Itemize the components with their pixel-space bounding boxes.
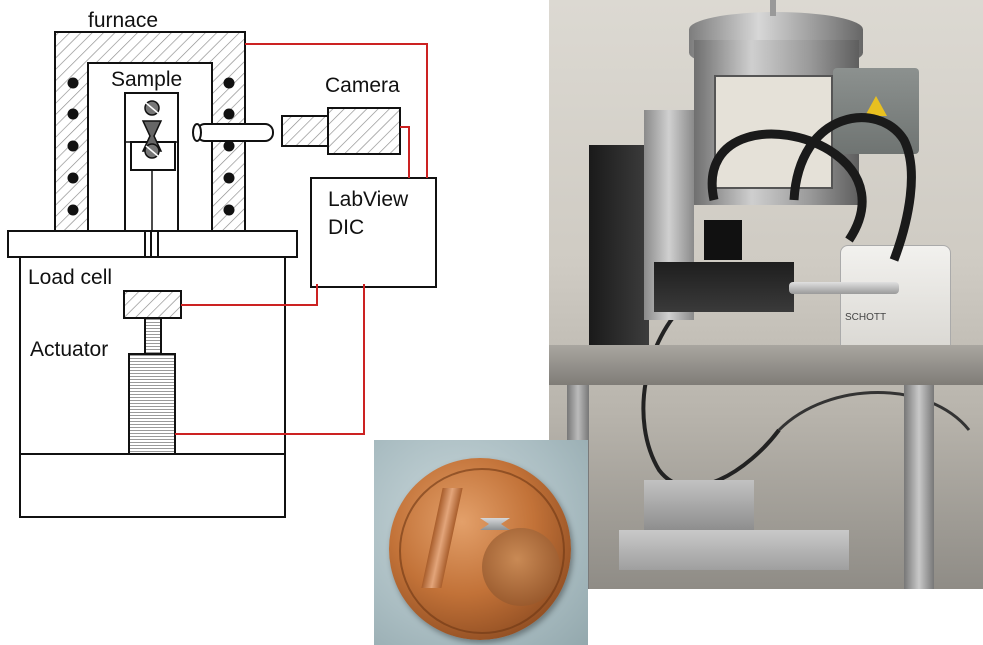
labview-label: LabView (328, 188, 409, 211)
specimen-piece (480, 518, 510, 530)
base-plate (619, 530, 849, 570)
warning-icon (865, 96, 887, 116)
dic-label: DIC (328, 216, 364, 239)
furnace-label: furnace (88, 9, 158, 32)
camera (281, 107, 401, 155)
actuator-label: Actuator (30, 338, 108, 361)
sample-specimen-icon (141, 100, 163, 159)
load-cell-label: Load cell (28, 266, 112, 289)
load-cell-block (704, 220, 742, 260)
coin-globe (482, 528, 560, 606)
light-source-brand-label: SCHOTT (845, 312, 887, 323)
fiber-optic-guides (641, 113, 971, 489)
translation-stage-left (589, 145, 649, 360)
setup-photo: SCHOTT (549, 0, 983, 589)
micrometer (789, 282, 899, 294)
coin-rim (399, 468, 565, 634)
sample-holder (124, 92, 179, 233)
sample-label: Sample (111, 68, 182, 91)
lower-stage (644, 480, 754, 530)
actuator (128, 317, 176, 455)
camera-label: Camera (325, 74, 400, 97)
load-cell (123, 290, 182, 319)
signal-wires (175, 43, 428, 435)
labview-dic-box (310, 177, 437, 288)
table-plate (549, 345, 983, 385)
viewing-window-tube (192, 123, 274, 142)
light-source (840, 245, 951, 355)
center-stage (654, 262, 794, 312)
furnace-top-rod (770, 0, 776, 16)
table-leg-right (904, 385, 934, 589)
coin-scale-photo (374, 440, 588, 645)
heating-coils (67, 77, 235, 216)
